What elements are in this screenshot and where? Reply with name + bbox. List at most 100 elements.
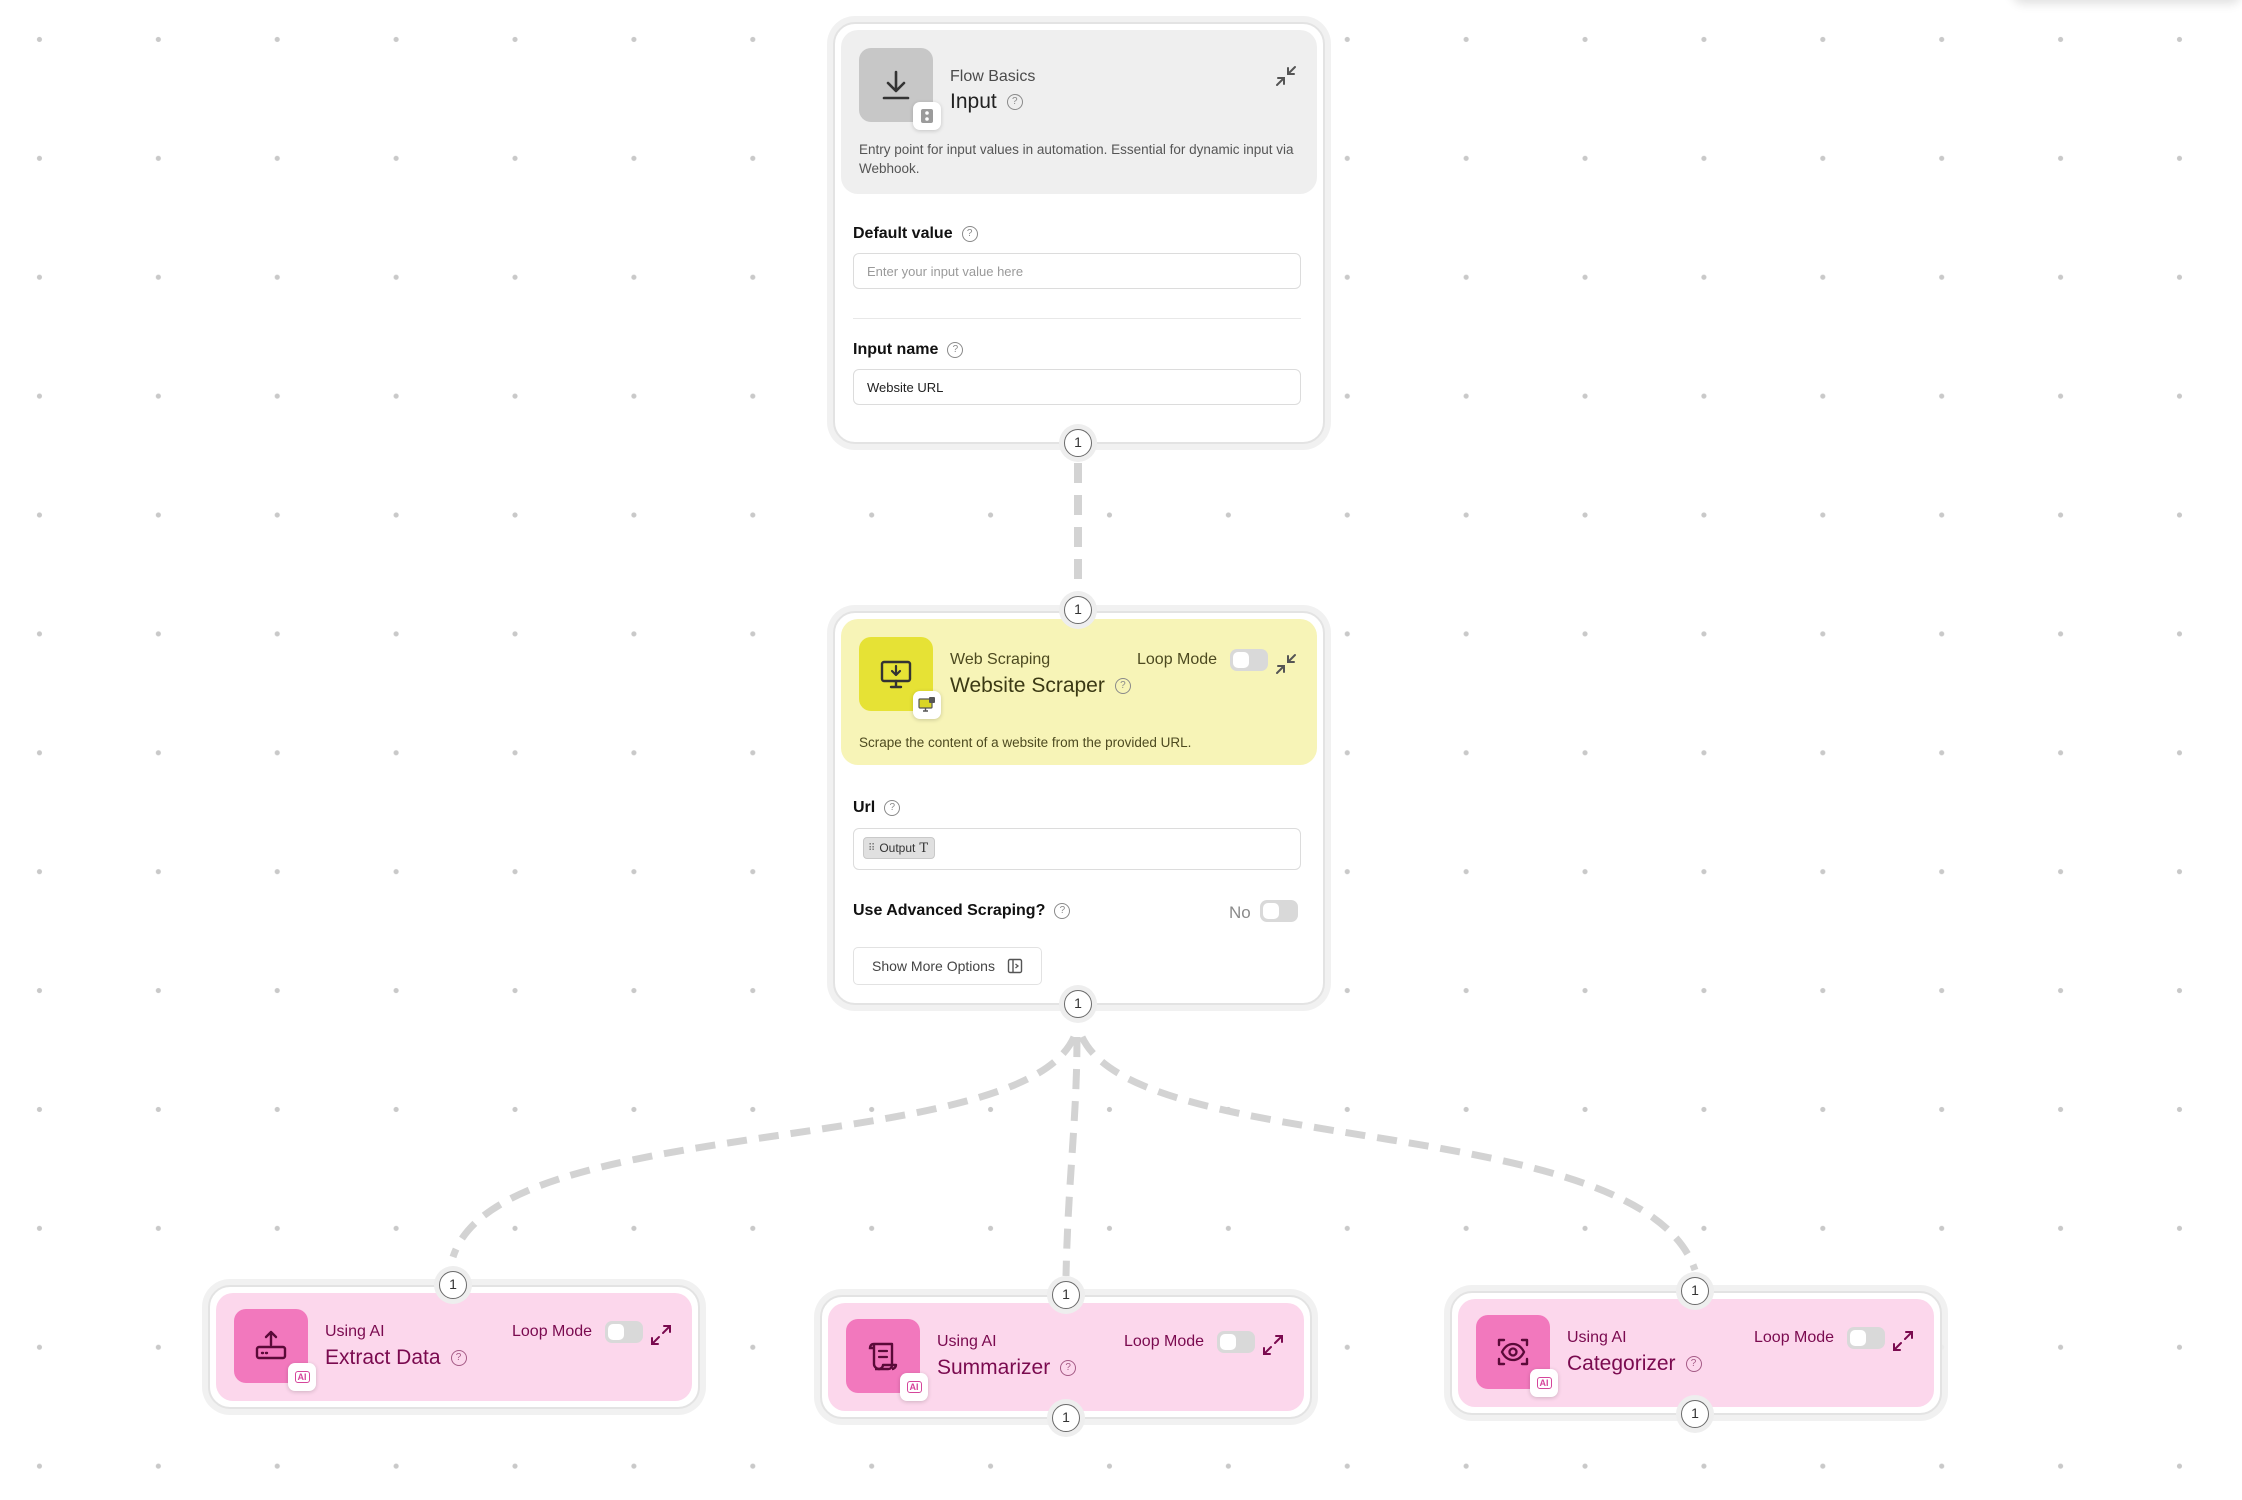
input-name-label: Input name ? [853, 341, 964, 359]
help-icon[interactable]: ? [1060, 1360, 1077, 1376]
url-label-text: Url [853, 799, 876, 816]
help-icon[interactable]: ? [1006, 94, 1023, 110]
show-more-options-label: Show More Options [872, 958, 995, 974]
handle-count: 1 [439, 1271, 467, 1299]
categorizer-output-handle[interactable]: 1 [1676, 1395, 1714, 1433]
collapse-icon[interactable] [1274, 652, 1298, 676]
summarizer-output-handle[interactable]: 1 [1047, 1399, 1085, 1437]
extract-data-node[interactable]: AI Using AI Extract Data ? Loop Mode [208, 1285, 700, 1409]
summarizer-title: Summarizer ? [937, 1356, 1077, 1380]
advanced-scraping-toggle[interactable] [1260, 900, 1298, 922]
handle-count: 1 [1064, 990, 1092, 1018]
panel-expand-icon [1007, 958, 1023, 974]
categorizer-icon-box: AI [1476, 1315, 1558, 1397]
categorizer-title-text: Categorizer [1567, 1352, 1676, 1375]
ai-badge: AI [1530, 1369, 1558, 1397]
expand-icon[interactable] [1261, 1333, 1285, 1357]
help-icon[interactable]: ? [1054, 903, 1071, 919]
help-icon[interactable]: ? [947, 342, 964, 358]
scraper-node-input-handle[interactable]: 1 [1059, 591, 1097, 629]
summarizer-title-text: Summarizer [937, 1356, 1051, 1379]
scraper-node-icon-box [859, 637, 941, 719]
monitor-download-icon [880, 660, 912, 689]
ai-badge: AI [288, 1363, 316, 1391]
handle-count: 1 [1064, 596, 1092, 624]
summarizer-input-handle[interactable]: 1 [1047, 1276, 1085, 1314]
output-chip-label: Output [879, 841, 916, 855]
input-node-header: Flow Basics Input ? Entry point for inpu… [841, 30, 1317, 194]
help-icon[interactable]: ? [450, 1350, 467, 1366]
extract-data-title: Extract Data ? [325, 1346, 467, 1370]
categorizer-node[interactable]: AI Using AI Categorizer ? Loop Mode [1450, 1291, 1942, 1415]
advanced-scraping-value: No [1229, 903, 1251, 922]
handle-count: 1 [1681, 1400, 1709, 1428]
default-value-label: Default value ? [853, 225, 978, 243]
scraper-node-category: Web Scraping [950, 651, 1051, 668]
input-name-label-text: Input name [853, 341, 939, 358]
web-scraping-badge-icon [918, 697, 935, 712]
text-type-icon: T [919, 840, 929, 856]
edge-scraper-to-categorizer [1078, 1035, 1699, 1272]
scraper-node-output-handle[interactable]: 1 [1059, 985, 1097, 1023]
input-node-divider [853, 318, 1301, 319]
summarizer-icon-box: AI [846, 1319, 928, 1401]
input-node-badge [913, 102, 941, 130]
advanced-scraping-label-text: Use Advanced Scraping? [853, 902, 1046, 919]
extract-data-icon-box: AI [234, 1309, 316, 1391]
extract-data-input-handle[interactable]: 1 [434, 1266, 472, 1304]
input-name-field[interactable] [853, 369, 1301, 405]
handle-count: 1 [1681, 1277, 1709, 1305]
help-icon[interactable]: ? [1114, 678, 1131, 694]
output-variable-chip[interactable]: ⠿ Output T [863, 837, 936, 859]
edge-scraper-to-summarizer [1062, 1036, 1081, 1277]
eye-scan-icon [1497, 1338, 1529, 1366]
scraper-node-header: Web Scraping Website Scraper ? Loop Mode… [841, 619, 1317, 765]
extract-data-title-text: Extract Data [325, 1346, 441, 1369]
scraper-node-description: Scrape the content of a website from the… [859, 735, 1192, 750]
drag-handle-icon: ⠿ [868, 842, 876, 854]
categorizer-title: Categorizer ? [1567, 1352, 1702, 1376]
input-node[interactable]: Flow Basics Input ? Entry point for inpu… [833, 22, 1325, 444]
loop-mode-label: Loop Mode [512, 1323, 593, 1340]
download-icon [882, 70, 910, 100]
loop-mode-toggle[interactable] [1847, 1327, 1885, 1349]
help-icon[interactable]: ? [961, 226, 978, 242]
default-value-input[interactable] [853, 253, 1301, 289]
extract-data-header: AI Using AI Extract Data ? Loop Mode [216, 1293, 692, 1401]
input-node-output-handle[interactable]: 1 [1059, 424, 1097, 462]
ai-badge: AI [900, 1373, 928, 1401]
url-label: Url ? [853, 799, 901, 817]
collapse-icon[interactable] [1274, 64, 1298, 88]
help-icon[interactable]: ? [884, 800, 901, 816]
show-more-options-button[interactable]: Show More Options [853, 947, 1042, 985]
handle-count: 1 [1052, 1281, 1080, 1309]
input-node-icon-box [859, 48, 941, 130]
summarizer-category: Using AI [937, 1333, 997, 1350]
input-node-title: Input ? [950, 90, 1023, 114]
scraper-node-badge [913, 691, 941, 719]
input-node-description: Entry point for input values in automati… [859, 142, 1294, 176]
loop-mode-toggle[interactable] [1217, 1331, 1255, 1353]
ai-badge-text: AI [906, 1381, 922, 1393]
help-icon[interactable]: ? [1685, 1356, 1702, 1372]
input-node-category: Flow Basics [950, 68, 1036, 85]
loop-mode-toggle[interactable] [1230, 649, 1268, 671]
summarizer-node[interactable]: AI Using AI Summarizer ? Loop Mode [820, 1295, 1312, 1419]
handle-count: 1 [1064, 429, 1092, 457]
categorizer-category: Using AI [1567, 1329, 1627, 1346]
website-scraper-node[interactable]: Web Scraping Website Scraper ? Loop Mode… [833, 611, 1325, 1005]
default-value-label-text: Default value [853, 225, 953, 242]
expand-icon[interactable] [1891, 1329, 1915, 1353]
categorizer-input-handle[interactable]: 1 [1676, 1272, 1714, 1310]
scraper-node-title: Website Scraper ? [950, 674, 1131, 698]
scroll-icon [868, 1342, 898, 1371]
url-input[interactable]: ⠿ Output T [853, 828, 1301, 870]
expand-icon[interactable] [649, 1323, 673, 1347]
edge-scraper-to-extract [449, 1035, 1078, 1259]
categorizer-header: AI Using AI Categorizer ? Loop Mode [1458, 1299, 1934, 1407]
handle-count: 1 [1052, 1404, 1080, 1432]
extract-data-category: Using AI [325, 1323, 385, 1340]
loop-mode-label: Loop Mode [1137, 651, 1218, 668]
loop-mode-toggle[interactable] [605, 1321, 643, 1343]
